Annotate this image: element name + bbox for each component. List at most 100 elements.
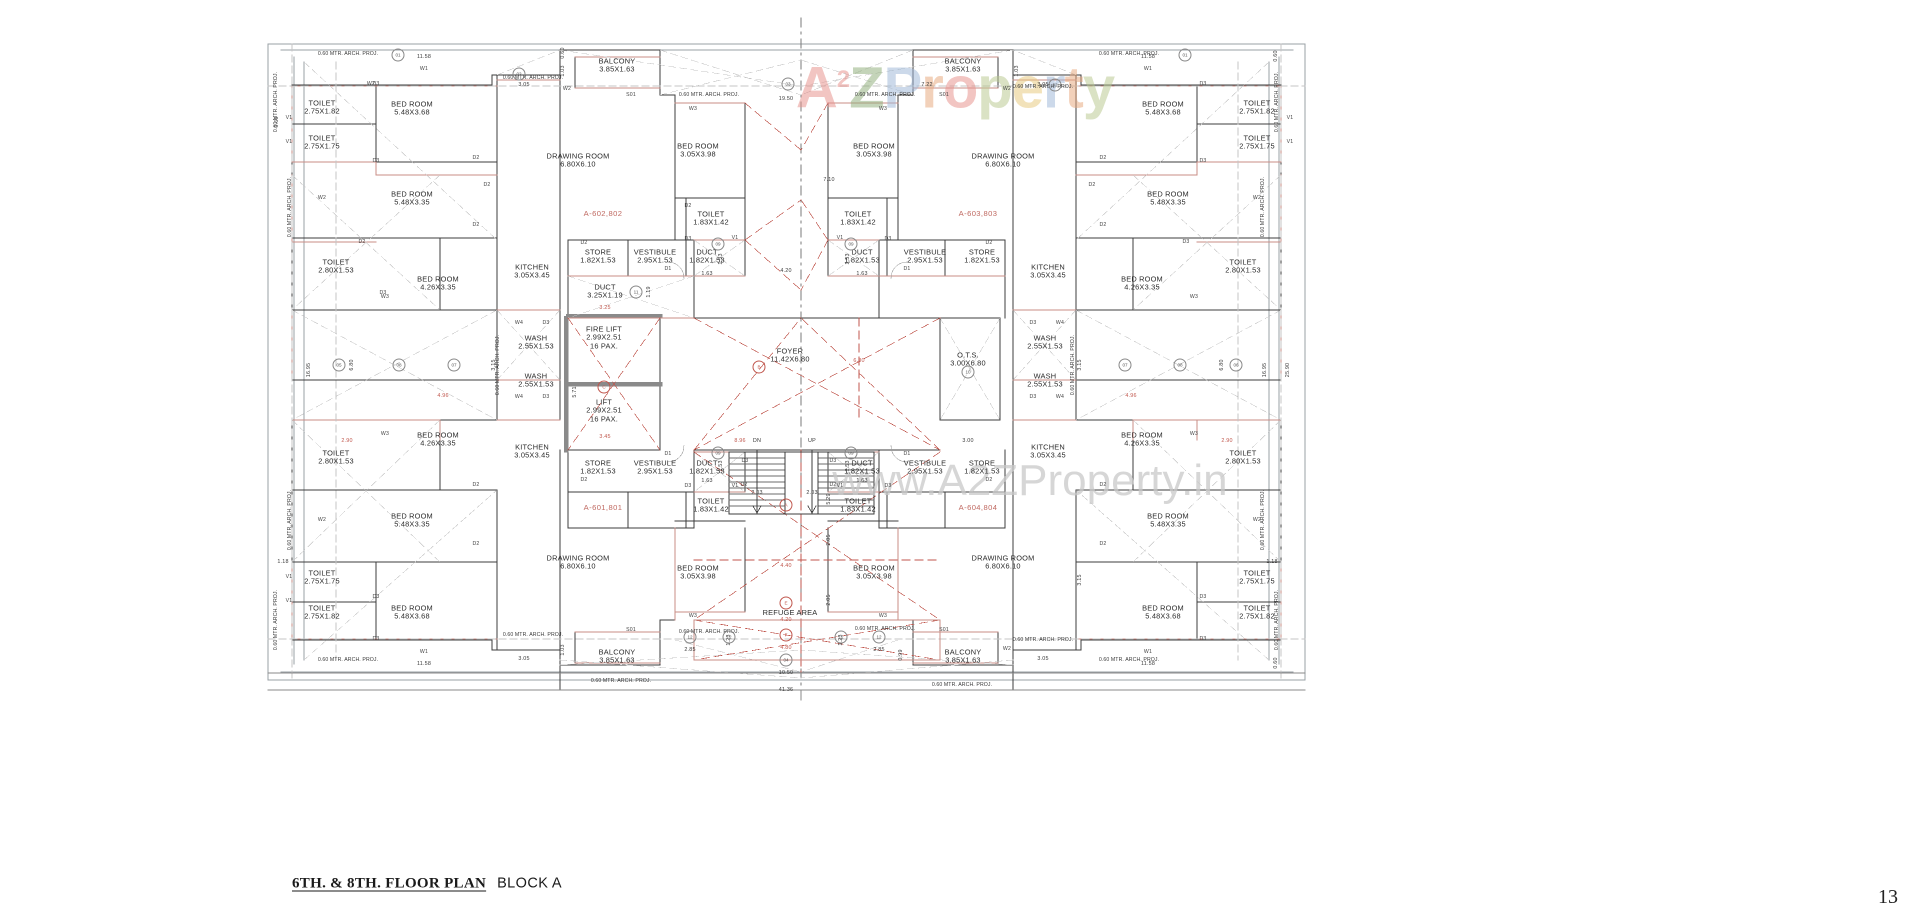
dimension-vertical-3.15: 3.15 [1076, 359, 1083, 371]
dimension-2.03: 2.03 [806, 489, 818, 496]
arch-projection-note-20: 0.60 MTR. ARCH. PROJ. [1260, 489, 1267, 551]
dimension-vertical-1.19: 1.19 [645, 286, 652, 298]
plan-title-block: BLOCK A [497, 875, 562, 892]
dimension-2.85: 2.85 [873, 646, 885, 653]
arch-projection-note-6: 0.60 MTR. ARCH. PROJ. [317, 657, 379, 664]
dimension-vertical-1.53: 1.53 [717, 460, 724, 472]
grid-bubble-08-15: 08 [1173, 358, 1187, 372]
opening-tag-W3-47: W3 [878, 106, 888, 113]
arch-projection-note-1: 0.60 MTR. ARCH. PROJ. [502, 75, 564, 82]
opening-tag-W1-8: W1 [419, 66, 429, 73]
opening-tag-W3-66: W3 [1189, 431, 1199, 438]
grid-bubble-09-6: 09 [844, 237, 858, 251]
dimension-red-2.90: 2.90 [341, 437, 353, 444]
dimension-4.20: 4.20 [780, 267, 792, 274]
grid-bubble-02-1: 02 [512, 67, 526, 81]
dimension-41.36: 41.36 [778, 686, 794, 693]
dimension-vertical-16.95: 16.95 [1261, 362, 1268, 378]
dimension-red-8.96: 8.96 [734, 437, 746, 444]
setting-out-lines [567, 102, 941, 673]
opening-tag-D1-30: D1 [664, 451, 672, 458]
opening-tag-W3-35: W3 [688, 613, 698, 620]
opening-tag-D2-26: D2 [472, 541, 480, 548]
opening-tag-D3-43: D3 [884, 236, 892, 243]
door-swings [667, 261, 908, 463]
arch-projection-note-18: 0.60 MTR. ARCH. PROJ. [1260, 176, 1267, 238]
dimension-red-4.40: 4.40 [780, 562, 792, 569]
opening-tag-D2-55: D2 [1099, 222, 1107, 229]
dimension-1.63: 1.63 [701, 477, 713, 484]
dimension-vertical-1.53: 1.53 [717, 253, 724, 265]
dimension-3.05: 3.05 [518, 655, 530, 662]
dimension-7.10: 7.10 [823, 176, 835, 183]
grid-bubble-06-12: 06 [1229, 358, 1243, 372]
grid-bubble-01-0: 01 [391, 48, 405, 62]
opening-tag-W1-58: W1 [1143, 66, 1153, 73]
opening-tag-D3-56: D3 [1182, 239, 1190, 246]
watermark-letter: Z [849, 55, 884, 121]
opening-tag-W4-11: W4 [514, 320, 524, 327]
opening-tag-D2-3: D2 [483, 182, 491, 189]
dimension-vertical-25.90: 25.90 [1284, 362, 1291, 378]
opening-tag-D2-2: D2 [472, 155, 480, 162]
dimension-vertical-0.99: 0.99 [897, 649, 904, 661]
dim-witness [267, 672, 1306, 701]
arch-projection-note-14: 0.60 MTR. ARCH. PROJ. [287, 176, 294, 238]
dimension-vertical-3.15: 3.15 [1076, 574, 1083, 586]
opening-tag-W2-21: W2 [562, 86, 572, 93]
watermark-letter: o [942, 55, 978, 121]
dimension-vertical-2.05: 2.05 [825, 594, 832, 606]
opening-tag-W3-41: W3 [878, 613, 888, 620]
opening-tag-D2-53: D2 [1099, 155, 1107, 162]
opening-tag-D2-38: D2 [985, 477, 993, 484]
opening-tag-D3-50: D3 [1029, 320, 1037, 327]
opening-tag-W1-27: W1 [419, 649, 429, 656]
dimension-DN: DN [752, 437, 762, 444]
arch-projection-note-9: 0.60 MTR. ARCH. PROJ. [854, 626, 916, 633]
dimension-3.05: 3.05 [1037, 81, 1049, 88]
dimension-3.05: 3.05 [518, 81, 530, 88]
grid-bubble-12-19: 12 [834, 630, 848, 644]
opening-tag-D3-24: D3 [372, 636, 380, 643]
plan-title-main: 6TH. & 8TH. FLOOR PLAN [292, 875, 487, 892]
watermark-letter: p [977, 55, 1012, 121]
dimension-red-4.20: 4.20 [780, 616, 792, 623]
opening-tag-W2-59: W2 [1252, 195, 1262, 202]
arch-projection-note-19: 0.60 MTR. ARCH. PROJ. [1274, 71, 1281, 133]
dimension-2.85: 2.85 [684, 646, 696, 653]
opening-tag-V1-73: V1 [285, 115, 293, 122]
opening-tag-D2-54: D2 [1088, 182, 1096, 189]
opening-tag-D3-14: D3 [542, 394, 550, 401]
opening-tag-W2-9: W2 [317, 195, 327, 202]
opening-tag-V1-19: V1 [731, 235, 739, 242]
arch-projection-note-13: 0.60 MTR. ARCH. PROJ. [931, 682, 993, 689]
opening-tag-D3-0: D3 [372, 81, 380, 88]
opening-tag-W3-57: W3 [1189, 294, 1199, 301]
opening-tag-V1-39: V1 [836, 483, 844, 490]
dimension-3.00: 3.00 [962, 437, 974, 444]
grid-bubble-05-11: 05 [332, 358, 346, 372]
arch-projection-note-5: 0.60 MTR. ARCH. PROJ. [1098, 51, 1160, 58]
opening-tag-W2-10: W2 [366, 81, 376, 88]
grid-bubble-09-8: 09 [844, 446, 858, 460]
arch-projection-note-16: 0.60 MTR. ARCH. PROJ. [287, 489, 294, 551]
arch-projection-note-10: 0.60 MTR. ARCH. PROJ. [1012, 637, 1074, 644]
